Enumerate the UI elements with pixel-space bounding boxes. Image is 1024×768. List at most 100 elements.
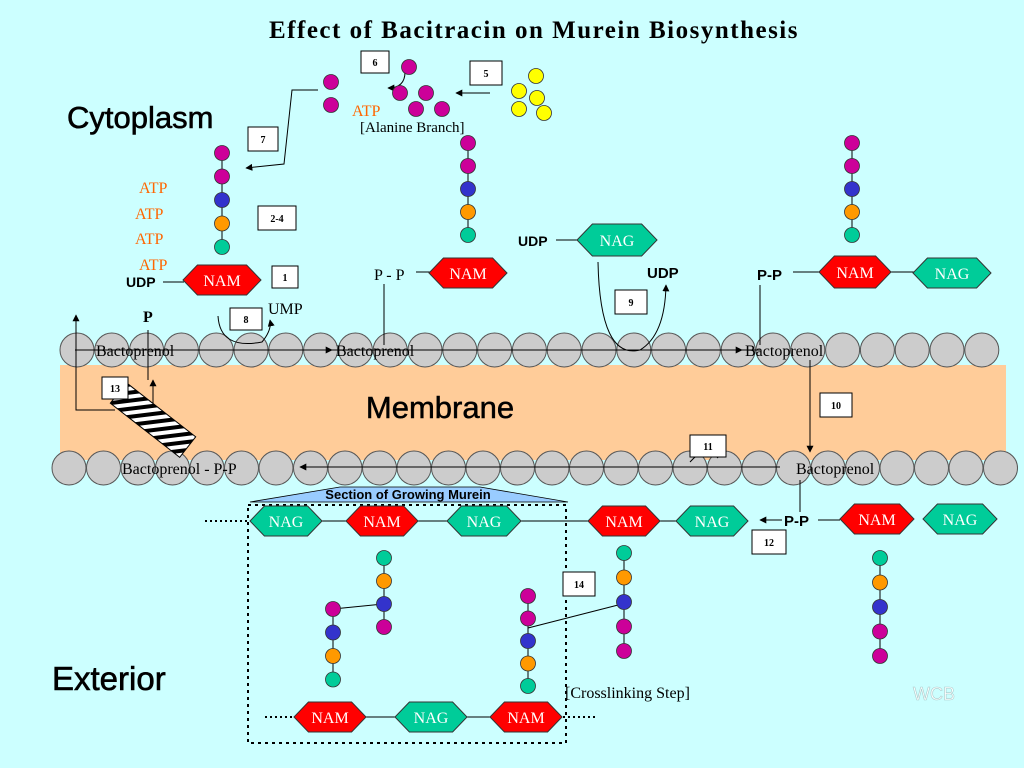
peptide-bead bbox=[616, 569, 632, 586]
peptide-bead bbox=[844, 204, 860, 220]
nam-sugar-exterior: NAM bbox=[839, 503, 915, 535]
bactoprenol-label-1: Bactoprenol bbox=[96, 343, 175, 360]
membrane-inner-leaflet bbox=[51, 450, 1018, 486]
peptide-bead bbox=[214, 192, 230, 208]
peptide-bead bbox=[376, 573, 392, 589]
peptide-bead bbox=[325, 648, 341, 664]
pp-label-center: P - P bbox=[374, 267, 405, 284]
peptide-bead bbox=[844, 181, 860, 197]
murein-nam-4-label: NAM bbox=[507, 710, 544, 727]
step-box-8: 8 bbox=[229, 307, 263, 331]
peptide-bead bbox=[536, 105, 552, 121]
lipid-head bbox=[859, 332, 895, 368]
step-box-14: 14 bbox=[562, 571, 596, 597]
step-number: 12 bbox=[764, 538, 774, 549]
peptide-bead bbox=[418, 85, 434, 101]
atp-label-3: ATP bbox=[135, 231, 164, 248]
lipid-head bbox=[879, 450, 915, 486]
peptide-bead bbox=[214, 145, 230, 161]
peptide-bead bbox=[323, 74, 339, 90]
peptide-bead bbox=[376, 619, 392, 635]
lipid-head bbox=[258, 450, 294, 486]
murein-nag-3-label: NAG bbox=[695, 514, 730, 531]
udp-label-nam: UDP bbox=[126, 274, 156, 290]
lipid-head bbox=[500, 450, 535, 486]
peptide-bead bbox=[401, 59, 417, 75]
step-number: 9 bbox=[629, 298, 634, 309]
growing-murein-box bbox=[247, 504, 567, 744]
nag-sugar-exterior-label: NAG bbox=[943, 512, 978, 529]
peptide-bead bbox=[872, 648, 888, 664]
author-signature: WCB bbox=[913, 684, 955, 704]
murein-nam-4: NAM bbox=[489, 701, 563, 733]
peptide-beads bbox=[214, 59, 888, 694]
step-number: 1 bbox=[283, 273, 288, 284]
lipid-head bbox=[396, 450, 432, 486]
step-box-5: 5 bbox=[469, 60, 503, 86]
peptide-bead bbox=[325, 601, 341, 617]
udp-released-label: UDP bbox=[647, 265, 679, 282]
peptide-bead bbox=[616, 643, 632, 659]
peptide-bead bbox=[511, 101, 527, 117]
bactoprenol-label-4: Bactoprenol bbox=[796, 461, 875, 478]
arrow-step-6 bbox=[387, 71, 406, 92]
udp-label-nag: UDP bbox=[518, 233, 548, 249]
growing-murein-banner bbox=[249, 486, 569, 503]
peptide-bead bbox=[844, 227, 860, 243]
lipid-head bbox=[948, 450, 984, 486]
nam-sugar-lipid-i: NAM bbox=[428, 257, 508, 289]
peptide-bead bbox=[460, 227, 476, 243]
lipid-head bbox=[983, 450, 1018, 486]
bactoprenol-label-2: Bactoprenol bbox=[336, 343, 415, 360]
lipid-head bbox=[569, 450, 604, 486]
phosphate-label: P bbox=[143, 309, 153, 326]
udp-release-arrow bbox=[597, 261, 670, 352]
bactoprenol-pp-label: Bactoprenol - P-P bbox=[122, 461, 237, 478]
lipid-head bbox=[790, 332, 826, 368]
lipid-head bbox=[86, 450, 121, 486]
crossbridge-left bbox=[332, 603, 384, 610]
peptide-bead bbox=[434, 101, 450, 117]
peptide-bead bbox=[616, 594, 632, 610]
lipid-head bbox=[293, 450, 328, 486]
nam-sugar-udp: NAM bbox=[182, 264, 262, 296]
peptide-bead bbox=[529, 90, 545, 106]
lipid-head bbox=[362, 450, 397, 486]
diagram-title: Effect of Bacitracin on Murein Biosynthe… bbox=[269, 17, 799, 44]
peptide-bead bbox=[872, 599, 888, 615]
ump-release-arrow bbox=[217, 315, 275, 344]
step-box-13: 13 bbox=[101, 376, 129, 400]
step-box-9: 9 bbox=[614, 289, 648, 315]
murein-nag-3: NAG bbox=[675, 505, 749, 537]
step-number: 10 bbox=[831, 401, 841, 412]
cytoplasm-label: Cytoplasm bbox=[67, 100, 213, 135]
lipid-head bbox=[825, 332, 861, 368]
step-number: 6 bbox=[373, 58, 378, 69]
peptide-bead bbox=[520, 633, 536, 649]
peptide-bead bbox=[214, 239, 230, 255]
peptide-bead bbox=[214, 215, 230, 232]
lipid-head bbox=[914, 450, 949, 486]
lipid-head bbox=[638, 450, 673, 486]
nag-sugar-lipid-ii-label: NAG bbox=[935, 266, 970, 283]
nam-sugar-lipid-ii-label: NAM bbox=[836, 265, 873, 282]
peptide-bead bbox=[460, 135, 476, 151]
nam-sugar-lipid-ii: NAM bbox=[818, 255, 892, 289]
peptide-bead bbox=[325, 624, 341, 641]
step-number: 5 bbox=[484, 69, 489, 80]
peptide-bead bbox=[528, 68, 544, 84]
peptide-bead bbox=[520, 655, 536, 672]
step-box-11: 11 bbox=[689, 434, 727, 458]
peptide-bead bbox=[325, 671, 341, 688]
peptide-bead bbox=[872, 550, 888, 566]
nag-sugar-lipid-ii: NAG bbox=[912, 257, 992, 289]
peptide-bead bbox=[376, 550, 392, 566]
nag-sugar-exterior: NAG bbox=[922, 503, 998, 535]
lipid-head bbox=[603, 450, 639, 486]
bactoprenol-label-3: Bactoprenol bbox=[745, 343, 824, 360]
peptide-bead bbox=[520, 588, 536, 604]
peptide-bead bbox=[511, 83, 527, 99]
